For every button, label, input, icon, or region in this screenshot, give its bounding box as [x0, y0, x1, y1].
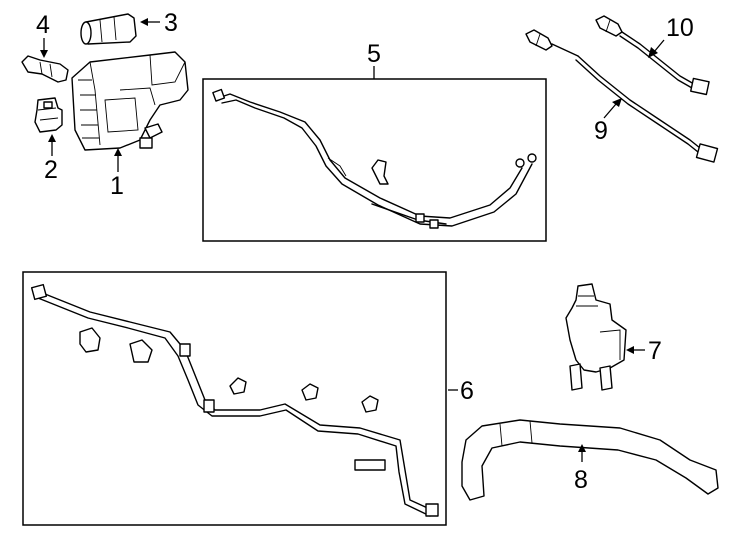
callout-6: 6 — [460, 377, 474, 405]
group-box-6 — [22, 271, 447, 526]
part-2-valve — [34, 97, 63, 133]
part-5-tube-assembly — [212, 88, 537, 229]
callout-8: 8 — [574, 466, 588, 494]
part-10-sensor — [595, 15, 710, 96]
callout-9: 9 — [594, 117, 608, 145]
part-3-filter — [80, 13, 137, 45]
leader-lines — [40, 18, 665, 462]
callout-1: 1 — [110, 172, 124, 200]
callout-5: 5 — [367, 40, 381, 68]
callout-4: 4 — [36, 11, 50, 39]
part-9-sensor — [525, 29, 719, 163]
part-4-hose — [21, 55, 69, 83]
callout-7: 7 — [648, 337, 662, 365]
part-1-canister — [71, 51, 189, 151]
callout-10: 10 — [666, 14, 694, 42]
part-7-purge-valve — [565, 283, 627, 391]
part-8-hose — [461, 419, 719, 501]
part-6-tube-assembly — [30, 283, 439, 517]
callout-3: 3 — [164, 9, 178, 37]
callout-2: 2 — [44, 156, 58, 184]
